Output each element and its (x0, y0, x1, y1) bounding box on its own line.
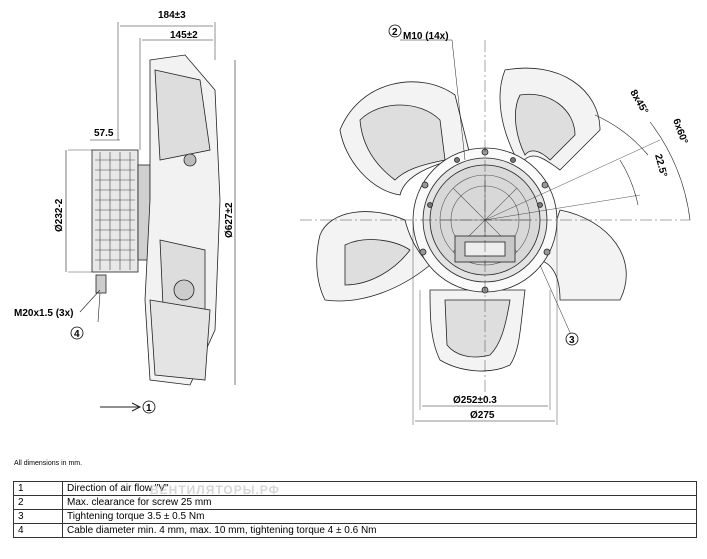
legend-text: Tightening torque 3.5 ± 0.5 Nm (62, 509, 697, 524)
dim-22: 22.5° (652, 153, 669, 179)
dim-m20: M20x1.5 (3x) (14, 308, 73, 319)
legend-num: 3 (13, 509, 63, 524)
legend-text: Max. clearance for screw 25 mm (62, 495, 697, 510)
dim-145: 145±2 (170, 30, 198, 41)
legend-num: 2 (13, 495, 63, 510)
legend-row: 4 Cable diameter min. 4 mm, max. 10 mm, … (13, 523, 697, 538)
dim-184: 184±3 (158, 10, 186, 21)
legend-num: 4 (13, 523, 63, 538)
callout-2: 2 (392, 27, 398, 38)
front-view (300, 39, 691, 425)
units-note: All dimensions in mm. (14, 460, 83, 467)
legend-table: 1 Direction of air flow "V" 2 Max. clear… (13, 481, 697, 538)
technical-drawing: 184±3 145±2 57.5 Ø232-2 Ø627±2 M20x1.5 (… (14, 10, 691, 425)
legend-text: Cable diameter min. 4 mm, max. 10 mm, ti… (62, 523, 697, 538)
dim-8x45: 8x45° (627, 88, 650, 116)
callout-3-circle (565, 332, 579, 346)
callout-4: 4 (74, 329, 80, 340)
callout-1-circle (142, 400, 156, 414)
legend-num: 1 (13, 481, 63, 496)
dim-627: Ø627±2 (224, 202, 235, 238)
dim-275: Ø275 (470, 410, 495, 421)
callout-1: 1 (146, 403, 152, 414)
callout-4-circle (70, 326, 84, 340)
callout-3: 3 (569, 335, 575, 346)
watermark: ВЕНТИЛЯТОРЫ.РФ (150, 483, 280, 497)
side-view (65, 22, 236, 412)
dim-252: Ø252±0.3 (453, 395, 497, 406)
dim-6x60: 6x60° (670, 117, 689, 145)
dim-57: 57.5 (94, 128, 114, 139)
legend-row: 3 Tightening torque 3.5 ± 0.5 Nm (13, 509, 697, 524)
callout-2-circle (388, 24, 402, 38)
legend-row: 1 Direction of air flow "V" (13, 481, 697, 496)
legend-row: 2 Max. clearance for screw 25 mm (13, 495, 697, 510)
dim-232: Ø232-2 (54, 198, 65, 232)
dim-m10: M10 (14x) (403, 31, 449, 42)
